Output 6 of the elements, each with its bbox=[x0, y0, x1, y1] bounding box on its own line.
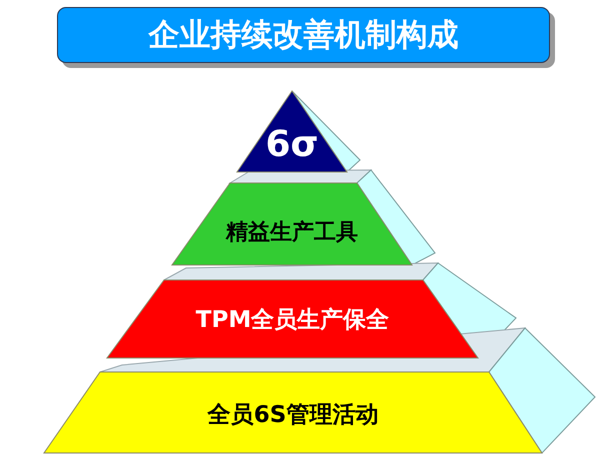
layer-label: 精益生产工具 bbox=[226, 220, 358, 246]
pyramid-apex bbox=[237, 91, 347, 172]
title-banner: 企业持续改善机制构成 bbox=[57, 7, 550, 63]
layer-label: 全员6S管理活动 bbox=[208, 402, 378, 428]
layer-label: 6σ bbox=[265, 124, 319, 166]
layer-label: TPM全员生产保全 bbox=[196, 306, 390, 334]
